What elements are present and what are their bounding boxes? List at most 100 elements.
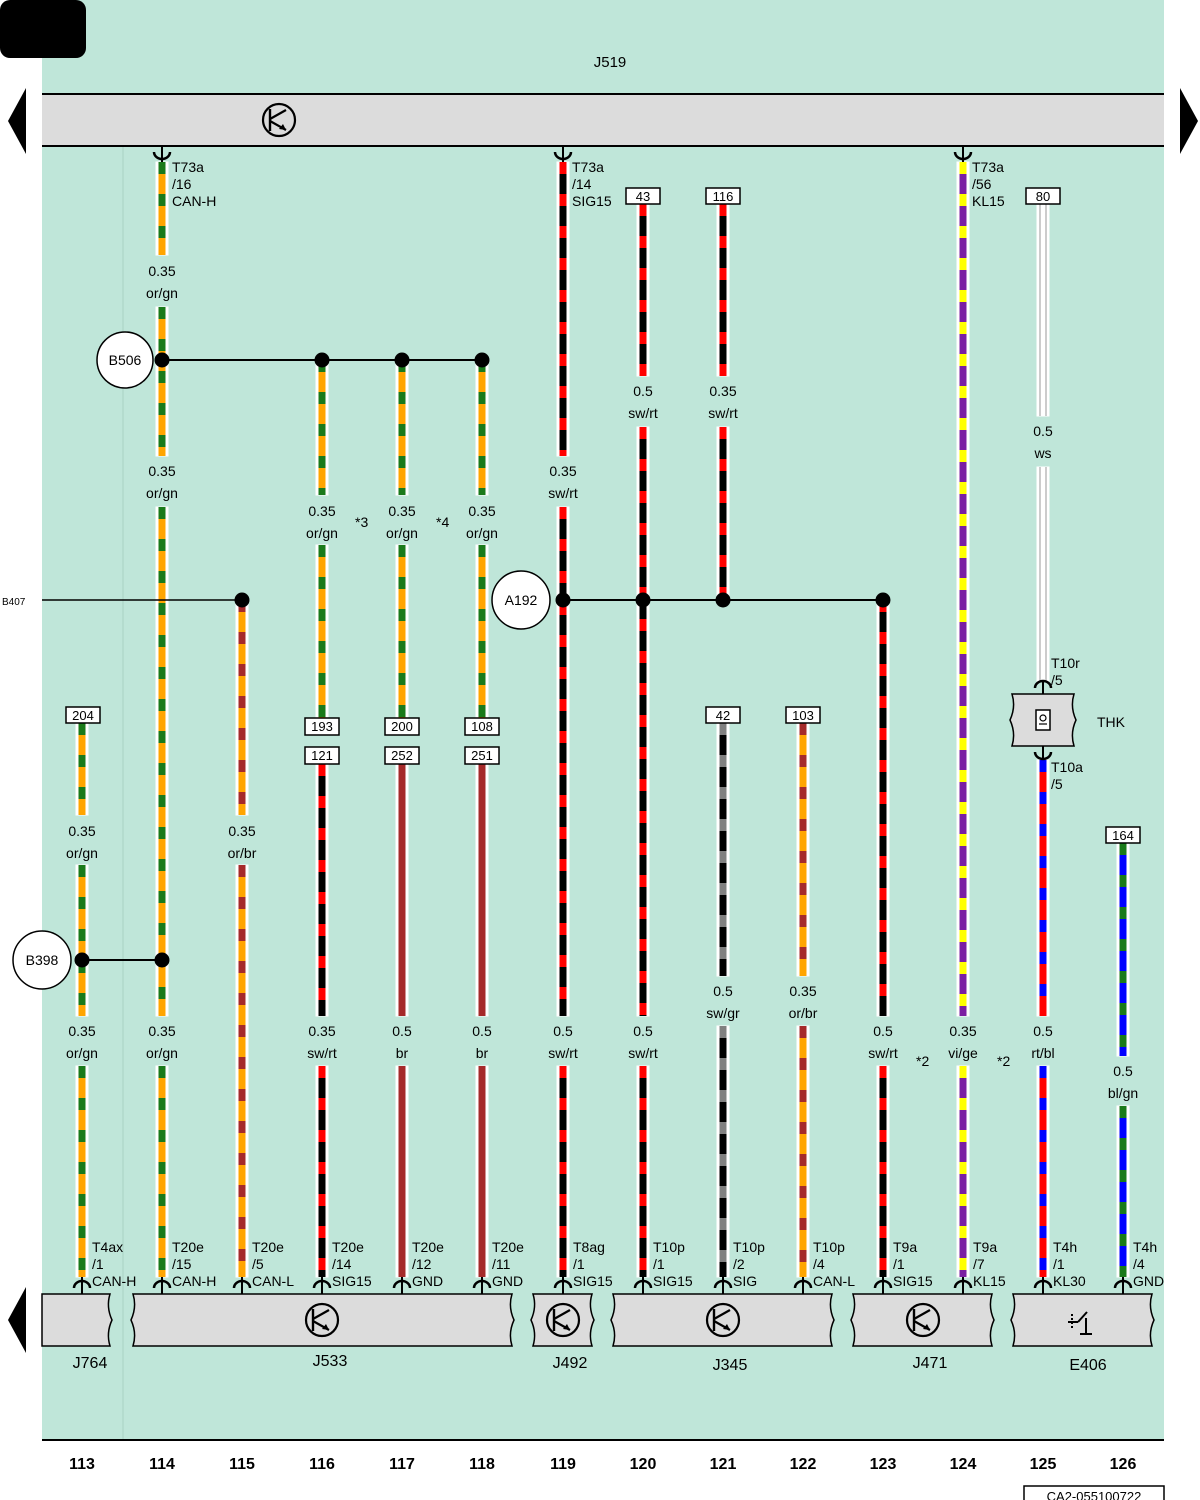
- wire-segment: [1036, 203, 1050, 417]
- footnote: *2: [916, 1053, 929, 1069]
- column-number: 126: [1110, 1456, 1137, 1473]
- top-unit-label: J519: [594, 54, 627, 71]
- box-43: 43: [625, 187, 661, 205]
- wire-segment: [1116, 1105, 1130, 1278]
- junction-dot: [154, 952, 170, 968]
- junction-dot: [715, 592, 731, 608]
- wire-segment: [956, 1065, 970, 1278]
- column-number: 118: [469, 1456, 495, 1473]
- column-number: 117: [389, 1456, 415, 1473]
- component-j492: [530, 1293, 595, 1347]
- footnote: *4: [436, 514, 449, 530]
- wire-segment: [395, 1065, 409, 1278]
- thk-label: THK: [1097, 714, 1126, 730]
- wire-segment: [1036, 466, 1050, 682]
- box-164: 164: [1105, 826, 1141, 844]
- wire-segment: [475, 544, 489, 719]
- component-label: J345: [713, 1357, 748, 1374]
- box-193: 193: [304, 717, 340, 736]
- column-number: 121: [710, 1456, 737, 1473]
- svg-text:121: 121: [311, 748, 333, 763]
- junction-dot: [635, 592, 651, 608]
- component-label: J764: [73, 1355, 108, 1372]
- column-number: 116: [309, 1456, 335, 1473]
- wire-segment: [315, 359, 329, 496]
- box-252: 252: [384, 746, 420, 765]
- wire-segment: [636, 1065, 650, 1278]
- wire-segment: [636, 203, 650, 377]
- svg-text:B506: B506: [109, 352, 142, 368]
- column-number: 123: [870, 1456, 897, 1473]
- component-blocks: [8, 1287, 1155, 1353]
- column-number: 115: [229, 1456, 255, 1473]
- box-251: 251: [464, 746, 500, 765]
- wire-segment: [75, 1065, 89, 1278]
- wire-segment: [155, 161, 169, 256]
- wire-segment: [636, 426, 650, 1017]
- box-42: 42: [705, 706, 741, 724]
- junction-dot: [74, 952, 90, 968]
- wire-segment: [716, 722, 730, 977]
- footnote: *2: [997, 1053, 1010, 1069]
- corner-tab: [0, 0, 86, 58]
- svg-text:193: 193: [311, 719, 333, 734]
- component-labels: J764 J533 J492 J345 J471 E406: [73, 1353, 1107, 1374]
- top-unit-bar: [42, 94, 1164, 146]
- junction-dot: [314, 352, 330, 368]
- wire-segment: [235, 864, 249, 1278]
- thk-connector: THK T10r/5 T10a/5: [1009, 655, 1126, 792]
- column-number: 113: [69, 1456, 95, 1473]
- footnotes: *3 *4 *2 *2: [355, 514, 1010, 1069]
- arrow-right-icon[interactable]: [1180, 88, 1198, 154]
- diagram-background: [42, 0, 1164, 1440]
- box-80: 80: [1025, 187, 1061, 205]
- svg-text:252: 252: [391, 748, 413, 763]
- wire-segment: [1036, 1065, 1050, 1278]
- junction-dot: [234, 592, 250, 608]
- svg-text:43: 43: [636, 189, 650, 204]
- svg-text:80: 80: [1036, 189, 1050, 204]
- wire-segment: [556, 506, 570, 1017]
- wire-segment: [876, 599, 890, 1017]
- wire-segment: [395, 359, 409, 496]
- arrow-left-icon[interactable]: [8, 1287, 26, 1353]
- wire-segment: [556, 1065, 570, 1278]
- box-116: 116: [705, 187, 741, 205]
- arrow-left-icon[interactable]: [8, 88, 26, 154]
- junction-dot: [555, 592, 571, 608]
- box-204: 204: [65, 706, 101, 724]
- junctions: [74, 352, 891, 968]
